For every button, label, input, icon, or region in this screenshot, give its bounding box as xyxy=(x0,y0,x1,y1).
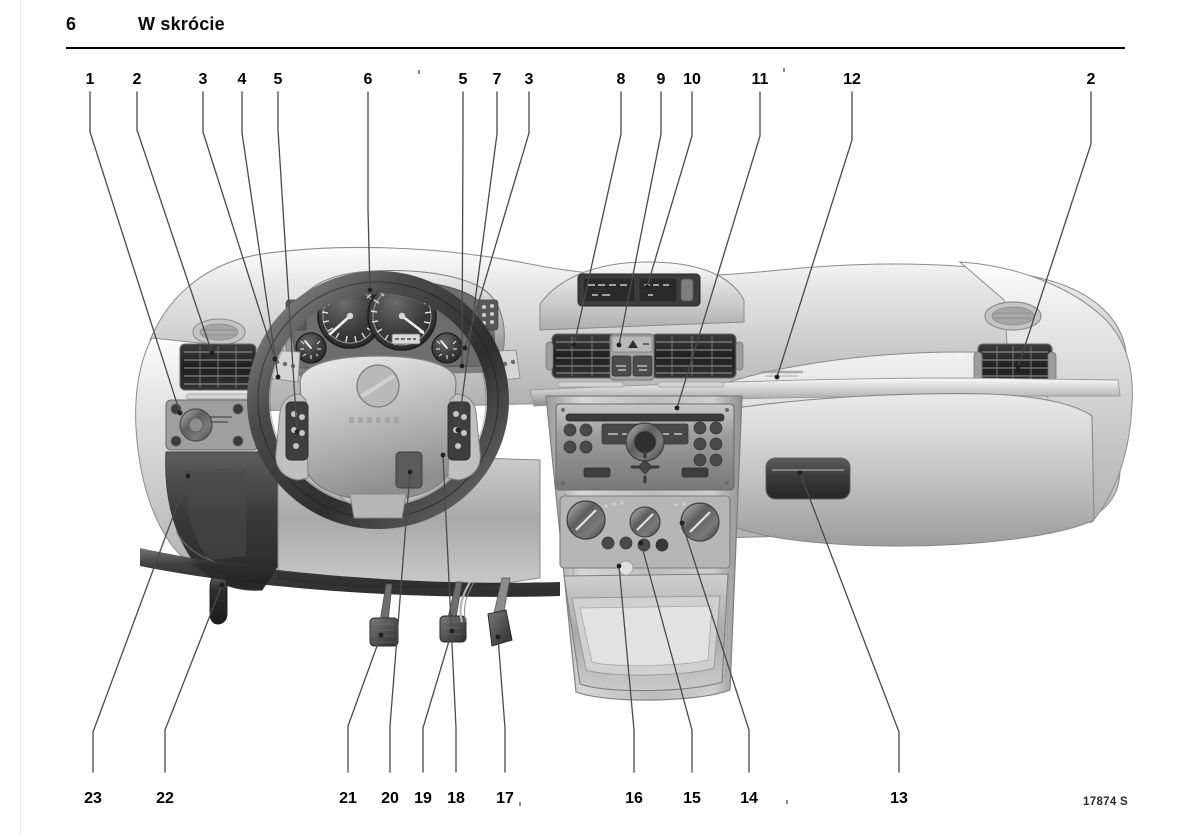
scan-speck xyxy=(519,802,521,806)
leader-line-3a xyxy=(202,91,276,360)
callout-number: 2 xyxy=(132,71,142,88)
callout-number: 21 xyxy=(339,790,357,807)
radio-function-button-right xyxy=(681,467,709,478)
callout-number: 22 xyxy=(156,790,174,807)
leader-line-20 xyxy=(389,471,411,773)
hazard-triangle-icon xyxy=(628,340,638,348)
radio-preset-buttons-left xyxy=(563,423,593,454)
leader-line-22 xyxy=(164,584,223,773)
callout-number: 19 xyxy=(414,790,432,807)
callout-number: 18 xyxy=(447,790,465,807)
odometer-display xyxy=(391,333,421,345)
leader-line-8 xyxy=(573,91,622,346)
radio-function-button-left xyxy=(583,467,611,478)
light-switch-panel xyxy=(165,399,259,451)
radio-navigation-pad xyxy=(630,450,660,484)
leader-line-5b xyxy=(461,91,464,367)
leader-line-10 xyxy=(646,91,693,288)
callout-number: 11 xyxy=(751,71,769,88)
scan-speck xyxy=(786,800,788,804)
callout-number: 16 xyxy=(625,790,643,807)
audio-head-unit xyxy=(555,403,735,491)
leader-line-3b xyxy=(464,91,530,349)
callout-number: 20 xyxy=(381,790,399,807)
callout-number: 3 xyxy=(198,71,208,88)
scan-speck xyxy=(783,68,785,72)
page-left-edge-rule xyxy=(20,0,21,836)
leader-line-12 xyxy=(776,91,853,378)
accessory-socket xyxy=(618,560,634,576)
hazard-and-lock-buttons xyxy=(609,333,655,381)
callout-number: 17 xyxy=(496,790,514,807)
callout-number: 4 xyxy=(237,71,247,88)
radio-preset-buttons-right xyxy=(693,421,723,467)
left-air-vent xyxy=(179,343,257,391)
callout-number: 10 xyxy=(683,71,701,88)
header-divider xyxy=(66,47,1125,49)
leader-line-5a xyxy=(277,91,298,433)
callout-number: 15 xyxy=(683,790,701,807)
leader-line-1 xyxy=(89,91,181,414)
callout-number: 5 xyxy=(458,71,468,88)
callout-number: 1 xyxy=(85,71,95,88)
leader-line-18 xyxy=(442,454,457,773)
page-number: 6 xyxy=(66,14,77,34)
leader-line-2 xyxy=(136,91,213,354)
center-stack xyxy=(539,261,745,701)
leader-line-7 xyxy=(457,91,498,431)
floor-edge-shadow xyxy=(140,548,560,597)
page-right-edge-rule xyxy=(1181,0,1182,836)
leader-line-23 xyxy=(92,475,189,773)
tachometer-needle xyxy=(328,314,352,336)
callout-number: 13 xyxy=(890,790,908,807)
leader-line-6 xyxy=(367,91,371,291)
clutch-pedal xyxy=(487,609,513,647)
leader-line-19 xyxy=(422,630,453,773)
callout-number: 6 xyxy=(363,71,373,88)
leader-line-15 xyxy=(640,542,693,773)
callout-number: 23 xyxy=(84,790,102,807)
brand-emboss xyxy=(349,417,399,423)
leader-line-17 xyxy=(497,636,506,773)
glove-box-door xyxy=(721,393,1095,547)
leader-line-14 xyxy=(681,522,750,773)
leader-line-11 xyxy=(676,91,761,409)
callout-number: 12 xyxy=(843,71,861,88)
leader-line-9 xyxy=(618,91,662,346)
callout-number: 8 xyxy=(616,71,626,88)
glove-box-handle xyxy=(765,457,851,500)
steering-wheel-bottom-spoke xyxy=(349,493,407,519)
leader-line-endpoints xyxy=(177,284,1021,640)
callout-number: 7 xyxy=(492,71,502,88)
callout-number: 2 xyxy=(1086,71,1096,88)
leader-line-2b xyxy=(1017,91,1092,368)
callout-number: 14 xyxy=(740,790,758,807)
cd-slot xyxy=(565,413,725,422)
leader-line-21 xyxy=(347,634,382,773)
figure-code: 17874 S xyxy=(1083,796,1128,808)
info-display-segments xyxy=(588,284,669,296)
leader-line-13 xyxy=(799,472,900,773)
climate-control-panel xyxy=(559,495,731,569)
callout-number: 9 xyxy=(656,71,666,88)
steering-wheel xyxy=(247,271,509,529)
page-title: W skrócie xyxy=(138,14,225,34)
passenger-airbag-emboss xyxy=(760,370,804,377)
speedometer-needle xyxy=(400,314,425,334)
scan-speck xyxy=(418,70,420,74)
callout-number: 3 xyxy=(524,71,534,88)
leader-line-16 xyxy=(618,565,635,773)
leader-line-4 xyxy=(241,91,279,378)
center-right-vent xyxy=(651,333,737,379)
callout-number: 5 xyxy=(273,71,283,88)
leader-lines xyxy=(89,91,1092,773)
